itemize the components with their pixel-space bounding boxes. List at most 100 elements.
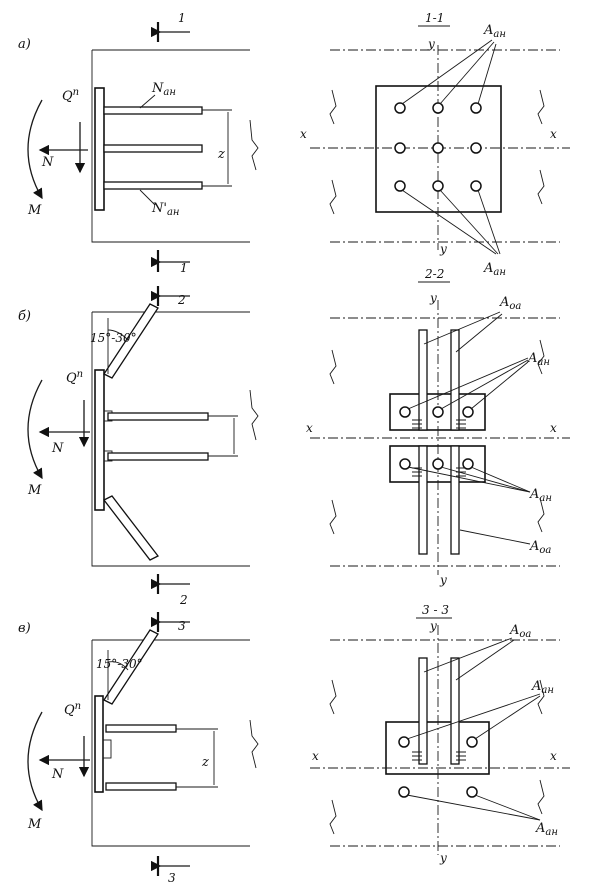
axis-x-left-a: x (300, 127, 307, 141)
anchor-hole (466, 736, 478, 748)
embed-plate-c (94, 695, 104, 793)
leader-ahn-top-c-1 (406, 693, 541, 740)
section-break-left-c-1 (329, 679, 337, 715)
moment-label-c: M (27, 817, 42, 832)
force-q-label-a: Qп (62, 87, 79, 104)
inclined-bar-c (103, 629, 159, 705)
force-q-label-c: Qп (64, 701, 81, 718)
cut-3-top-label: 3 (178, 619, 186, 633)
incl-bar-plan-c-1 (418, 657, 428, 765)
anchor-hole (394, 180, 406, 192)
section-title-c: 3 - 3 (422, 603, 449, 617)
anchor-hole (394, 142, 406, 154)
anchor-hole (462, 406, 474, 418)
concrete-outline-c (91, 640, 250, 847)
axis-y-top-c: y (429, 619, 437, 633)
section-break-left-b-1 (329, 349, 337, 385)
axis-x-right-b: x (550, 421, 557, 435)
area-top-label-a: Aан (483, 23, 506, 40)
section-break-right-a-2 (537, 169, 545, 205)
section-break-right-c-1 (537, 679, 545, 715)
cut-3-bottom-label: 3 (168, 871, 176, 885)
lever-z-c: z (201, 755, 209, 770)
incl-bar-plan-2 (450, 329, 460, 431)
leader-ahn-top-b-2 (440, 359, 529, 410)
anchor-bar-b-1 (107, 412, 209, 421)
anchor-bar-a-3 (103, 181, 203, 190)
embed-plate-b (94, 369, 105, 511)
axis-x-left-b: x (306, 421, 313, 435)
moment-label-a: M (27, 203, 42, 218)
leader-ahn-mid-b-2 (440, 466, 531, 493)
anchor-hole (394, 102, 406, 114)
area-oa-bot-label-b: Aоа (529, 539, 551, 556)
leader-ahn-mid-b-3 (470, 466, 531, 493)
cut-2-top-label: 2 (177, 293, 186, 307)
concrete-outline-a (91, 50, 250, 243)
anchor-hole (398, 786, 410, 798)
anchor-hole (466, 786, 478, 798)
angle-label-b: 15°-30° (90, 331, 137, 345)
panel-a-letter: а) (18, 37, 31, 52)
area-an-top-label-b: Aан (527, 351, 550, 368)
section-break-right-c-2 (537, 779, 545, 815)
leader-ahn-top-a-2 (439, 41, 495, 105)
moment-arrow-b (27, 379, 43, 480)
leader-ahn-bot-a-2 (439, 189, 499, 255)
anchor-hole (398, 736, 410, 748)
leader-nan-a (139, 94, 156, 109)
section-break-right-b-2 (537, 497, 545, 533)
panel-c-elevation: в) 3 3 15°-30° z M N Qп (18, 612, 259, 885)
anchor-bar-c-2 (105, 782, 177, 791)
anchor-hole (432, 458, 444, 470)
lever-z-a: z (217, 147, 225, 162)
section-break-left-a-1 (329, 89, 337, 125)
angle-arc-b (107, 329, 129, 341)
break-line-a (249, 119, 259, 171)
anchor-hole (462, 458, 474, 470)
leader-ahn-bot-c-2 (474, 794, 541, 821)
anchor-bot-label-a: N'ан (151, 201, 180, 218)
incl-bar-plan-4 (450, 445, 460, 555)
moment-arrow-c (27, 711, 43, 812)
inclined-bar-b-bottom (103, 495, 159, 561)
anchor-bar-b-2 (107, 452, 209, 461)
incl-bar-plan-3 (418, 445, 428, 555)
concrete-outline-b (91, 312, 250, 567)
area-oa-top-label-b: Aоа (499, 295, 521, 312)
leader-aoa-top-b-1 (423, 311, 501, 345)
area-an-mid-label-b: Aан (529, 487, 552, 504)
weld-hatch-c (412, 751, 466, 761)
force-n-label-a: N (41, 155, 54, 170)
panel-b-section: 2-2 x x y y Aоа (306, 267, 570, 587)
area-bot-label-a: Aан (483, 261, 506, 278)
leader-ahn-mid-b-1 (407, 466, 531, 493)
break-line-b (249, 389, 259, 441)
anchor-hole (399, 406, 411, 418)
section-break-left-c-2 (329, 799, 337, 835)
incl-bar-plan-c-2 (450, 657, 460, 765)
leader-aoa-top-b-2 (455, 313, 503, 353)
leader-ahn-top-a-3 (477, 43, 497, 105)
break-line-c (249, 719, 259, 769)
weld-hatch-b (412, 419, 466, 477)
cut-2-bottom-label: 2 (179, 593, 188, 607)
anchor-hole (399, 458, 411, 470)
leader-aoa-c-1 (423, 637, 513, 673)
axis-x-left-c: x (312, 749, 319, 763)
weld-c (102, 739, 112, 759)
force-n-label-b: N (51, 441, 64, 456)
anchor-hole (470, 142, 482, 154)
section-title-a: 1-1 (425, 11, 444, 25)
panel-c-letter: в) (18, 621, 31, 636)
anchor-bar-a-2 (103, 144, 203, 153)
section-break-right-b-1 (537, 339, 545, 375)
anchor-bar-a-1 (103, 106, 203, 115)
section-title-b: 2-2 (424, 267, 444, 281)
leader-nan2-a (139, 189, 156, 206)
anchor-hole (432, 406, 444, 418)
section-break-left-b-2 (329, 499, 337, 535)
leader-ahn-top-c-2 (474, 695, 541, 740)
axis-y-top-a: y (427, 37, 435, 51)
